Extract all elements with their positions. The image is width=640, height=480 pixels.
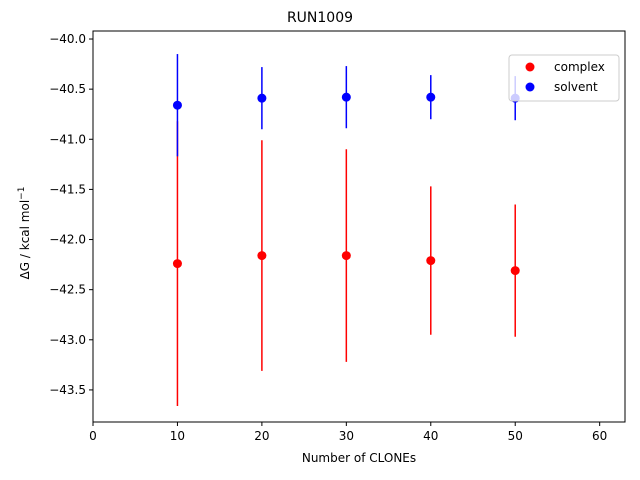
y-axis-label: ΔG / kcal mol−1: [17, 187, 32, 280]
legend-label-complex: complex: [554, 60, 605, 74]
x-axis-label: Number of CLONEs: [302, 451, 416, 465]
data-point-solvent: [172, 100, 182, 110]
axes-frame: [92, 30, 626, 423]
x-tick-label: 40: [423, 429, 438, 443]
y-tick-label: −43.5: [49, 383, 86, 397]
y-axis: −40.0 −40.5 −41.0 −41.5 −42.0 −42.5 −43.0 −43.5: [49, 32, 93, 397]
data-point-complex: [257, 251, 267, 261]
y-tick-label: −42.0: [49, 233, 86, 247]
x-tick-label: 0: [89, 429, 97, 443]
x-tick-label: 20: [254, 429, 269, 443]
x-tick-label: 50: [508, 429, 523, 443]
y-tick-label: −42.5: [49, 283, 86, 297]
plot-area: [172, 54, 520, 406]
legend: complex solvent: [508, 54, 620, 102]
x-tick-label: 30: [339, 429, 354, 443]
legend-label-solvent: solvent: [554, 80, 598, 94]
chart-title: RUN1009: [287, 10, 353, 26]
x-axis: 0 10 20 30 40 50 60: [89, 422, 607, 443]
data-point-complex: [341, 251, 351, 261]
y-tick-label: −41.0: [49, 132, 86, 146]
data-point-solvent: [257, 93, 267, 103]
y-tick-label: −41.5: [49, 182, 86, 196]
y-tick-label: −40.5: [49, 82, 86, 96]
x-tick-label: 10: [170, 429, 185, 443]
y-axis-label-main: ΔG / kcal mol: [18, 200, 32, 280]
legend-box: [508, 54, 620, 102]
legend-marker-solvent: [525, 82, 535, 92]
data-point-complex: [426, 256, 436, 266]
data-point-solvent: [426, 92, 436, 102]
data-point-complex: [172, 259, 182, 269]
data-point-complex: [510, 266, 520, 276]
y-tick-label: −43.0: [49, 333, 86, 347]
legend-marker-complex: [525, 62, 535, 72]
y-axis-label-superscript: −1: [17, 187, 27, 200]
y-tick-label: −40.0: [49, 32, 86, 46]
data-point-solvent: [341, 92, 351, 102]
x-tick-label: 60: [592, 429, 607, 443]
